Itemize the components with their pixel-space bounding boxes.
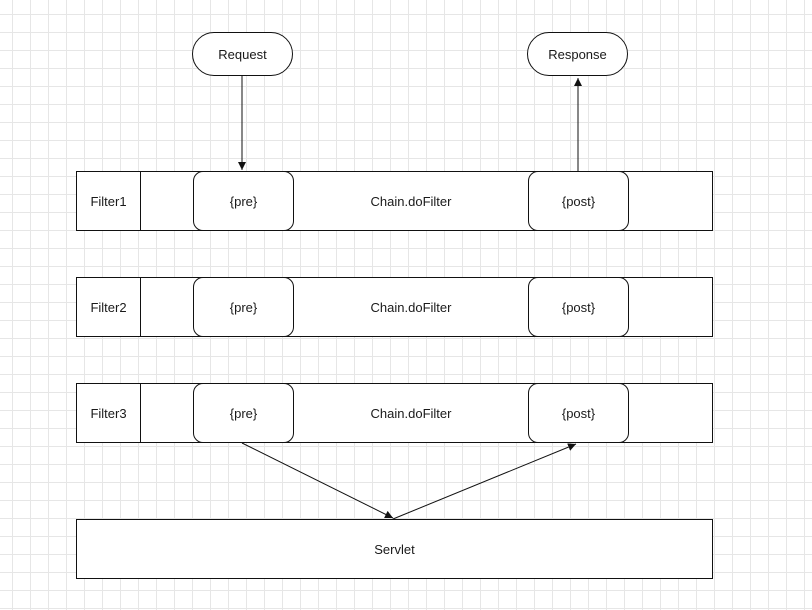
pre-box: {pre} <box>193 383 294 443</box>
filter-name: Filter3 <box>90 405 127 421</box>
servlet-label: Servlet <box>374 541 415 557</box>
filter-row-1: Filter1 {pre} Chain.doFilter {post} <box>76 171 713 231</box>
post-label: {post} <box>561 299 596 315</box>
filter-name: Filter2 <box>90 299 127 315</box>
pre-label: {pre} <box>229 193 258 209</box>
filter-row-3: Filter3 {pre} Chain.doFilter {post} <box>76 383 713 443</box>
servlet-to-post-arrow <box>392 443 577 520</box>
chain-dofilter-label: Chain.doFilter <box>370 405 452 421</box>
servlet-node: Servlet <box>76 519 713 579</box>
pre-box: {pre} <box>193 171 294 231</box>
response-node: Response <box>527 32 628 76</box>
filter-row-2: Filter2 {pre} Chain.doFilter {post} <box>76 277 713 337</box>
post-box: {post} <box>528 171 629 231</box>
pre-to-servlet-arrow <box>241 442 394 519</box>
filter-name-cell: Filter2 <box>77 278 141 336</box>
request-label: Request <box>218 46 267 62</box>
pre-box: {pre} <box>193 277 294 337</box>
filter-name: Filter1 <box>90 193 127 209</box>
pre-label: {pre} <box>229 299 258 315</box>
chain-dofilter-label: Chain.doFilter <box>370 193 452 209</box>
post-label: {post} <box>561 405 596 421</box>
chain-dofilter-label: Chain.doFilter <box>370 299 452 315</box>
filter-name-cell: Filter3 <box>77 384 141 442</box>
post-label: {post} <box>561 193 596 209</box>
post-box: {post} <box>528 383 629 443</box>
pre-label: {pre} <box>229 405 258 421</box>
post-box: {post} <box>528 277 629 337</box>
request-node: Request <box>192 32 293 76</box>
filter-name-cell: Filter1 <box>77 172 141 230</box>
response-label: Response <box>548 46 607 62</box>
